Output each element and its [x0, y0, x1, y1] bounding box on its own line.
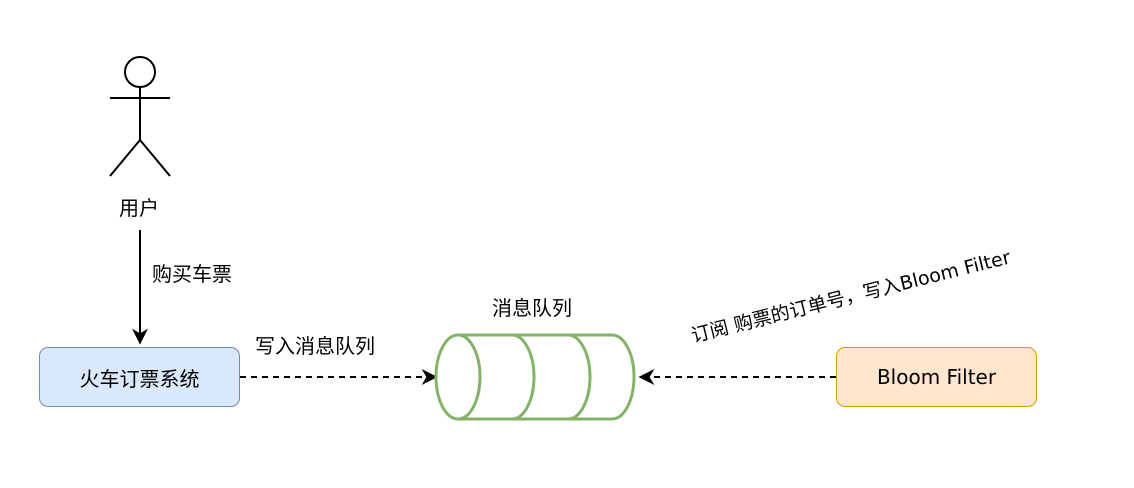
train-booking-system-label: 火车订票系统 [79, 366, 200, 391]
bloom-filter-label: Bloom Filter [876, 365, 997, 389]
train-booking-system-node[interactable]: 火车订票系统 [39, 347, 240, 407]
buy-ticket-label: 购买车票 [152, 262, 232, 286]
write-queue-label: 写入消息队列 [255, 334, 375, 358]
user-actor-icon [109, 56, 171, 177]
message-queue-shape [434, 333, 636, 421]
user-label: 用户 [119, 196, 159, 220]
queue-ring-3 [567, 333, 592, 421]
queue-ring-1 [457, 333, 482, 421]
queue-title: 消息队列 [492, 296, 572, 320]
bloom-filter-node[interactable]: Bloom Filter [836, 347, 1037, 407]
queue-ring-2 [511, 333, 536, 421]
